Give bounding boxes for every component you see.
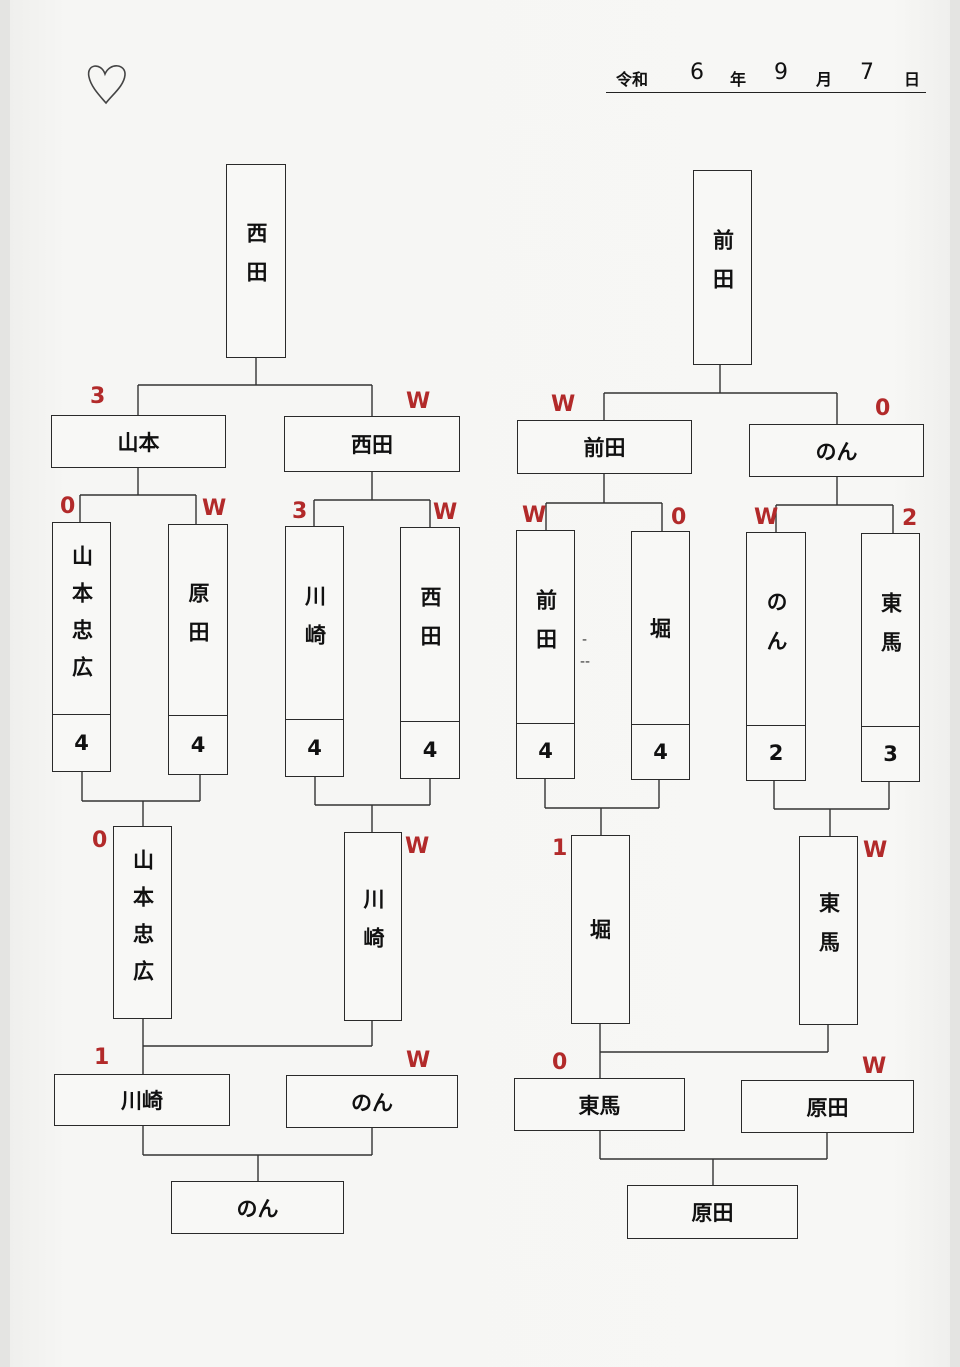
left-final-b-box: のん (286, 1075, 458, 1128)
left-mid-b-box: 川崎 (344, 832, 402, 1021)
left-top-winner-name: 西田 (244, 222, 268, 300)
right-semi-b-score: 0 (875, 396, 891, 421)
right-r1-3-box: 東馬 3 (861, 533, 920, 782)
left-mid-a-name: 山本忠広 (130, 848, 155, 997)
date-year-label: 年 (730, 70, 747, 89)
right-r1-0-name: 前田 (533, 588, 558, 667)
right-r1-2-num: 2 (747, 725, 805, 780)
left-semi-b-score: W (406, 389, 431, 414)
date-year: 6 (690, 60, 704, 85)
left-mid-a-box: 山本忠広 (113, 826, 172, 1019)
right-semi-a-score: W (551, 392, 576, 417)
right-top-winner-name: 前田 (710, 228, 735, 307)
right-final-b-box: 原田 (741, 1080, 914, 1133)
right-semi-a-box: 前田 (517, 420, 692, 474)
date-day: 7 (860, 60, 874, 85)
right-bottom-name: 原田 (691, 1201, 734, 1225)
left-mid-b-name: 川崎 (361, 887, 385, 966)
left-r1-2-name: 川崎 (302, 584, 327, 663)
right-semi-b-name: のん (815, 439, 858, 464)
left-r1-1-box: 原田 4 (168, 524, 228, 775)
left-r1-3-num: 4 (401, 721, 459, 778)
left-semi-b-box: 西田 (284, 416, 460, 472)
right-r1-2-box: のん 2 (746, 532, 806, 781)
date-day-label: 日 (904, 70, 921, 89)
right-bottom-box: 原田 (627, 1185, 798, 1239)
left-bottom-name: のん (236, 1196, 279, 1221)
right-r1-3-num: 3 (862, 726, 919, 781)
left-r1-0-score: 0 (60, 494, 76, 519)
right-mid-b-score: W (863, 838, 888, 863)
right-r1-3-name: 東馬 (878, 591, 903, 670)
right-final-b-name: 原田 (806, 1095, 849, 1120)
date-line: 令和 6 年 9 月 7 日 (606, 58, 926, 93)
left-r1-1-num: 4 (169, 715, 227, 774)
right-top-winner-box: 前田 (693, 170, 752, 365)
left-mid-a-score: 0 (92, 828, 108, 853)
left-r1-0-name: 山本忠広 (69, 545, 94, 693)
left-r1-1-name: 原田 (186, 581, 210, 660)
date-month: 9 (774, 60, 788, 85)
left-semi-a-name: 山本 (117, 430, 160, 455)
right-r1-2-name: のん (764, 590, 788, 669)
date-month-label: 月 (816, 70, 833, 89)
right-mid-b-box: 東馬 (799, 836, 858, 1025)
right-r1-0-num: 4 (517, 723, 574, 778)
left-r1-0-box: 山本忠広 4 (52, 522, 111, 772)
right-semi-a-name: 前田 (583, 436, 626, 460)
pencil-mark: - (582, 632, 588, 648)
left-final-b-name: のん (351, 1090, 393, 1115)
left-semi-a-box: 山本 (51, 415, 226, 468)
left-final-a-name: 川崎 (121, 1089, 163, 1113)
left-final-a-box: 川崎 (54, 1074, 230, 1126)
right-final-a-score: 0 (552, 1050, 568, 1075)
left-bottom-box: のん (171, 1181, 344, 1234)
left-mid-b-score: W (405, 834, 430, 859)
pencil-mark-2: -- (580, 654, 591, 670)
right-mid-a-score: 1 (552, 836, 568, 861)
left-r1-3-name: 西田 (418, 586, 442, 664)
right-final-b-score: W (862, 1054, 887, 1079)
right-r1-1-num: 4 (632, 724, 689, 779)
left-r1-2-box: 川崎 4 (285, 526, 344, 777)
right-r1-1-name: 堀 (650, 616, 671, 641)
right-mid-a-name: 堀 (590, 917, 611, 942)
left-r1-0-num: 4 (53, 714, 110, 771)
right-semi-b-box: のん (749, 424, 924, 477)
left-final-a-score: 1 (94, 1045, 110, 1070)
right-mid-b-name: 東馬 (816, 891, 841, 970)
right-r1-3-score: 2 (902, 506, 918, 531)
left-final-b-score: W (406, 1048, 431, 1073)
left-r1-2-score: 3 (292, 499, 308, 524)
right-mid-a-box: 堀 (571, 835, 630, 1024)
right-final-a-box: 東馬 (514, 1078, 685, 1131)
left-semi-a-score: 3 (90, 384, 106, 409)
left-r1-3-score: W (433, 500, 458, 525)
left-semi-b-name: 西田 (351, 433, 393, 457)
right-r1-0-score: W (522, 503, 547, 528)
left-r1-1-score: W (202, 496, 227, 521)
left-top-winner-box: 西田 (226, 164, 286, 358)
right-r1-1-score: 0 (671, 505, 687, 530)
left-r1-2-num: 4 (286, 719, 343, 776)
right-final-a-name: 東馬 (578, 1093, 621, 1118)
right-r1-0-box: 前田 4 (516, 530, 575, 779)
right-r1-2-score: W (754, 505, 779, 530)
right-r1-1-box: 堀 4 (631, 531, 690, 780)
date-era: 令和 (616, 70, 649, 89)
left-r1-3-box: 西田 4 (400, 527, 460, 779)
heart-doodle (87, 65, 126, 105)
